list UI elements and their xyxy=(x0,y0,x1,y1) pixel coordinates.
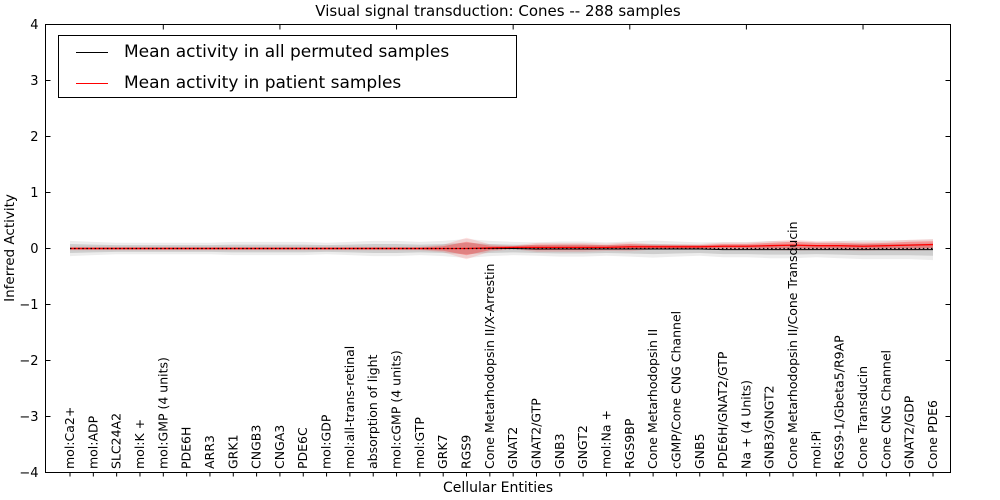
x-category-label: GNB5 xyxy=(692,433,707,469)
legend-line-permuted-icon xyxy=(76,51,108,53)
y-axis-title: Inferred Activity xyxy=(2,194,18,302)
y-tick-label: 1 xyxy=(30,186,38,201)
x-category-label: GRK7 xyxy=(435,434,450,469)
x-category-label: Na + (4 Units) xyxy=(738,380,753,469)
x-category-label: GRK1 xyxy=(225,434,240,469)
x-category-label: PDE6H xyxy=(179,427,194,469)
y-tick-label: 3 xyxy=(30,74,38,89)
x-category-label: mol:cGMP (4 units) xyxy=(389,350,404,469)
x-category-label: Cone CNG Channel xyxy=(878,350,893,469)
x-category-label: Cone Metarhodopsin II/X-Arrestin xyxy=(482,264,497,469)
x-category-label: mol:Na + xyxy=(598,410,613,469)
legend-label-permuted: Mean activity in all permuted samples xyxy=(124,42,450,62)
y-tick-label: 0 xyxy=(30,242,38,257)
legend-label-patient: Mean activity in patient samples xyxy=(124,73,402,93)
x-category-label: GNGT2 xyxy=(575,425,590,469)
x-category-label: PDE6C xyxy=(295,427,310,469)
x-category-label: mol:Ca2+ xyxy=(62,407,77,469)
x-category-label: RGS9BP xyxy=(622,418,637,469)
x-category-label: Cone Transducin xyxy=(855,366,870,469)
x-category-label: RGS9 xyxy=(459,435,474,469)
x-category-label: GNB3/GNGT2 xyxy=(762,385,777,469)
x-category-label: mol:GMP (4 units) xyxy=(155,357,170,469)
x-category-label: SLC24A2 xyxy=(109,413,124,469)
x-category-label: mol:GTP xyxy=(412,417,427,469)
x-category-label: GNB3 xyxy=(552,433,567,469)
x-category-label: ARR3 xyxy=(202,435,217,469)
x-category-label: CNGB3 xyxy=(249,425,264,469)
legend: Mean activity in all permuted samples Me… xyxy=(58,35,517,98)
permuted-band-outer xyxy=(70,238,933,261)
x-category-label: GNAT2 xyxy=(505,427,520,469)
x-category-label: CNGA3 xyxy=(272,425,287,469)
x-category-label: RGS9-1/Gbeta5/R9AP xyxy=(832,335,847,469)
y-tick-label: 4 xyxy=(30,18,38,33)
x-category-label: PDE6H/GNAT2/GTP xyxy=(715,351,730,469)
legend-item-permuted: Mean activity in all permuted samples xyxy=(59,37,516,67)
x-category-label: GNAT2/GTP xyxy=(528,398,543,469)
x-axis-title: Cellular Entities xyxy=(443,480,553,496)
x-category-label: Cone PDE6 xyxy=(925,400,940,469)
x-category-label: mol:GDP xyxy=(319,414,334,469)
x-category-label: mol:Pi xyxy=(808,431,823,469)
legend-item-patient: Mean activity in patient samples xyxy=(59,68,516,98)
x-category-label: Cone Metarhodopsin II xyxy=(645,329,660,469)
x-category-label: cGMP/Cone CNG Channel xyxy=(668,311,683,469)
y-tick-label: −4 xyxy=(19,466,38,481)
legend-line-patient-icon xyxy=(76,82,108,84)
x-category-label: mol:ADP xyxy=(85,415,100,469)
y-tick-label: −3 xyxy=(19,410,38,425)
y-tick-label: 2 xyxy=(30,130,38,145)
y-tick-label: −1 xyxy=(19,298,38,313)
x-category-label: absorption of light xyxy=(365,354,380,469)
x-category-label: mol:K + xyxy=(132,419,147,469)
chart-title: Visual signal transduction: Cones -- 288… xyxy=(315,2,681,20)
y-tick-label: −2 xyxy=(19,354,38,369)
x-category-label: Cone Metarhodopsin II/Cone Transducin xyxy=(785,221,800,469)
x-category-label: GNAT2/GDP xyxy=(902,395,917,469)
x-category-label: mol:all-trans-retinal xyxy=(342,346,357,469)
